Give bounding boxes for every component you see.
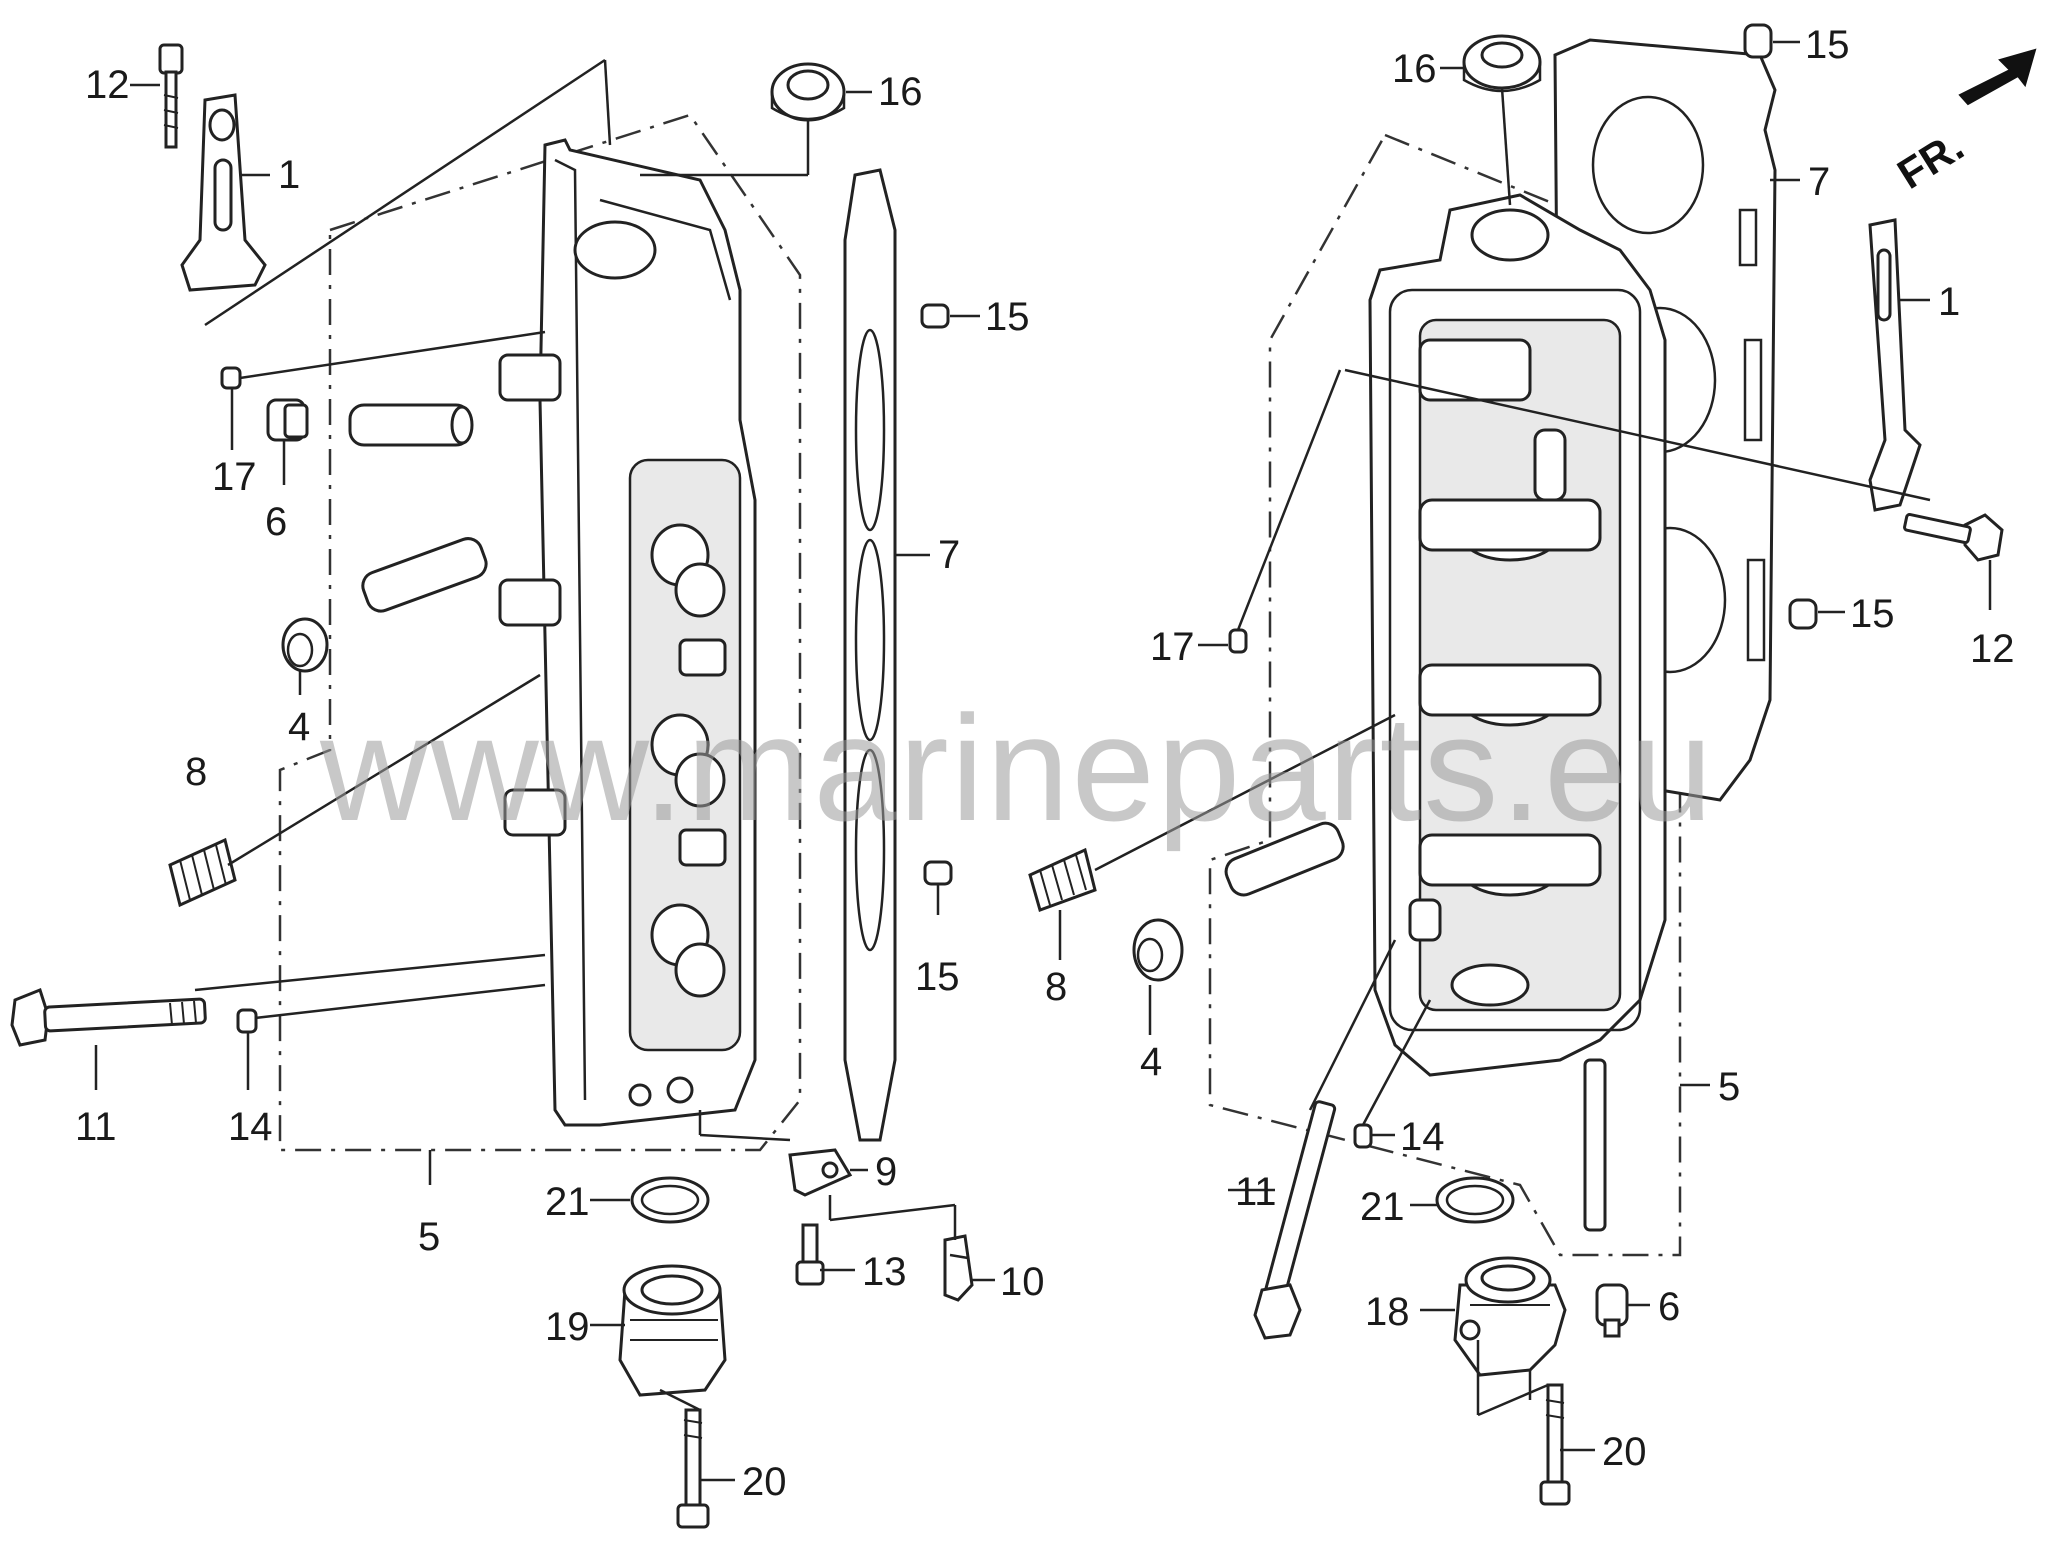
callout-14-right: 14	[1400, 1115, 1445, 1159]
callout-19: 19	[545, 1305, 590, 1349]
dowel-pin-upper-right	[920, 303, 950, 329]
callout-5: 5	[418, 1215, 440, 1259]
callout-7: 7	[938, 533, 960, 577]
dowel-pin-right	[1228, 628, 1248, 654]
left-leader-lines	[94, 58, 995, 1482]
callout-15: 15	[915, 955, 960, 999]
callout-7-right: 7	[1808, 160, 1830, 204]
callout-11: 11	[75, 1105, 117, 1149]
relief-spring-left	[168, 837, 237, 908]
watermark: www.marineparts.eu	[319, 684, 1715, 852]
callout-5-right: 5	[1718, 1065, 1740, 1109]
callout-20-right: 20	[1602, 1430, 1647, 1474]
head-bolt-right	[1253, 1100, 1337, 1340]
dowel-pin-lower-right	[923, 860, 953, 886]
callout-13: 13	[862, 1250, 907, 1294]
head-bolt-left	[10, 988, 207, 1047]
dowel-pin-upper	[220, 366, 242, 390]
plug-bolt-left	[266, 398, 309, 442]
thermostat-cover	[618, 1264, 727, 1397]
cover-bolt-left	[676, 1408, 710, 1529]
callout-20: 20	[742, 1460, 787, 1504]
dowel-pin-lower	[236, 1008, 258, 1034]
oil-seal-right	[1462, 34, 1542, 93]
right-leader-lines	[1058, 40, 1992, 1452]
sealing-plug-left	[281, 617, 329, 673]
front-direction-arrow	[1958, 48, 2037, 106]
callouts-right: 16 15 7 1 15 12 17 8 4 5 14 11 21 18 6 2…	[1045, 23, 2015, 1474]
callout-4-right: 4	[1140, 1040, 1162, 1084]
front-direction-label: FR.	[1889, 122, 1971, 198]
callout-8: 8	[185, 750, 207, 794]
callout-11-right: 11	[1235, 1170, 1277, 1214]
harness-clip	[943, 1234, 974, 1302]
left-assembly-boundary	[278, 113, 802, 1152]
callout-17-right: 17	[1150, 625, 1195, 669]
oil-seal	[770, 62, 846, 122]
callout-16-right: 16	[1392, 47, 1437, 91]
sealing-plug-right	[1132, 918, 1184, 982]
callout-18: 18	[1365, 1290, 1410, 1334]
callout-1-right: 1	[1938, 280, 1960, 324]
thermostat-cover-right	[1453, 1256, 1567, 1377]
callout-15-right-lower: 15	[1850, 592, 1895, 636]
callout-9: 9	[875, 1150, 897, 1194]
right-assembly	[1028, 23, 2037, 1506]
engine-hanger-bracket	[180, 93, 267, 292]
bracket-bolt	[158, 43, 184, 149]
head-gasket	[843, 168, 897, 1142]
cover-bolt-right	[1539, 1383, 1571, 1506]
left-cylinder-head	[498, 138, 757, 1127]
callout-15: 15	[985, 295, 1030, 339]
engine-hanger-bracket-right	[1868, 218, 1922, 512]
callout-6: 6	[265, 500, 287, 544]
left-assembly	[10, 43, 974, 1529]
dowel-pin-lower-right-assy	[1353, 1123, 1373, 1149]
hose-clamp-bracket	[788, 1148, 853, 1197]
dowel-pin-mid-right	[1788, 598, 1818, 630]
callout-21-right: 21	[1360, 1185, 1405, 1229]
o-ring-right	[1435, 1176, 1515, 1224]
callout-14: 14	[228, 1105, 273, 1149]
plug-bolt-right	[1595, 1283, 1629, 1338]
callout-6-right: 6	[1658, 1285, 1680, 1329]
callout-15-right: 15	[1805, 23, 1850, 67]
sleeve-pipes	[348, 403, 488, 613]
relief-spring-right	[1028, 847, 1097, 912]
callout-16: 16	[878, 70, 923, 114]
callout-21: 21	[545, 1180, 590, 1224]
callouts-left: 12 1 16 15 17 6 7 4 8 15 11 14 9 21 5 13…	[75, 63, 1045, 1504]
callout-8-right: 8	[1045, 965, 1067, 1009]
callout-10: 10	[1000, 1260, 1045, 1304]
o-ring-left	[630, 1176, 710, 1224]
callout-4: 4	[288, 705, 310, 749]
callout-17: 17	[212, 455, 257, 499]
callout-12: 12	[85, 63, 130, 107]
dowel-pin-top-right	[1743, 23, 1773, 59]
right-cylinder-head	[1368, 193, 1667, 1077]
callout-12-right: 12	[1970, 627, 2015, 671]
bracket-bolt-right	[1903, 512, 2004, 562]
clamp-bolt	[795, 1223, 825, 1286]
sleeve-pipe-right	[1224, 821, 1345, 897]
stud-right	[1583, 1058, 1607, 1232]
callout-1: 1	[278, 153, 300, 197]
